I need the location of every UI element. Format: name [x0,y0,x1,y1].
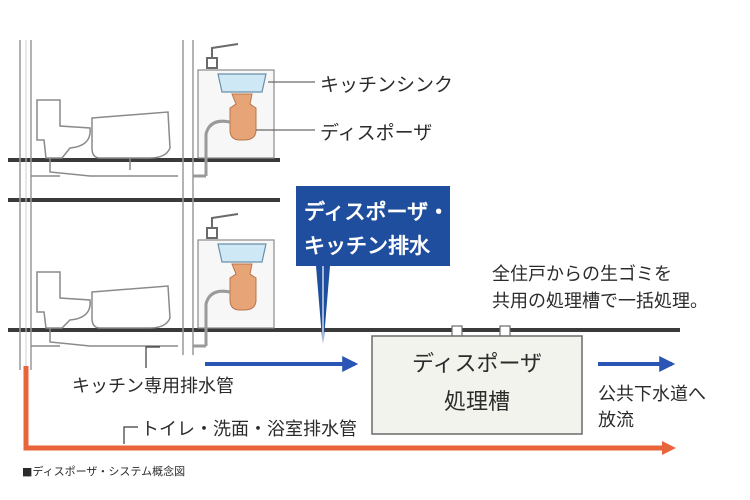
floor-slabs [8,158,680,332]
disposer-unit-lower [229,263,257,311]
toilet-stack-pipe [19,40,32,370]
kitchen-drain-label: キッチン専用排水管 [72,376,234,397]
toilet-drain-line [23,366,676,455]
note-line-1: 全住戸からの生ゴミを [492,264,672,285]
callout-box [296,186,450,352]
bathtub-icon [91,111,171,159]
lower-kitchen-unit [193,213,275,348]
disposer-unit-upper [229,93,257,141]
upper-kitchen-unit [193,43,275,178]
kitchen-sink-label: キッチンシンク [320,74,454,96]
kitchen-stack-pipe [182,40,194,355]
floor-slab-middle [8,198,280,202]
floor-slab-ground [8,328,680,332]
tank-label-line-2: 処理槽 [443,390,510,415]
callout-line-2: キッチン排水 [304,234,430,258]
upper-floor-fixtures [31,99,178,177]
lower-floor-fixtures [31,271,178,347]
label-leaders [256,81,315,131]
sewer-label-line-2: 放流 [598,410,634,431]
disposer-tank [371,325,583,435]
toilet-drain-label: トイレ・洗面・浴室排水管 [141,419,357,440]
sink-basin-upper [217,73,267,93]
caption: ■ディスポーザ・システム概念図 [22,465,186,478]
bathtub-icon [91,285,171,329]
toilet-drain-pointer [123,426,138,444]
disposer-label: ディスポーザ [320,122,433,144]
toilet-icon [36,99,91,159]
faucet-icon [206,213,239,239]
callout-line-1: ディスポーザ・ [304,200,450,224]
tank-label-line-1: ディスポーザ [411,352,543,377]
sewer-label-line-1: 公共下水道へ [598,384,706,405]
sink-basin-lower [217,243,267,263]
note-line-2: 共用の処理槽で一括処理。 [492,291,708,312]
faucet-icon [206,43,239,69]
floor-slab-upper [8,158,280,162]
toilet-icon [36,271,91,329]
kitchen-drain-pointer [145,346,160,368]
